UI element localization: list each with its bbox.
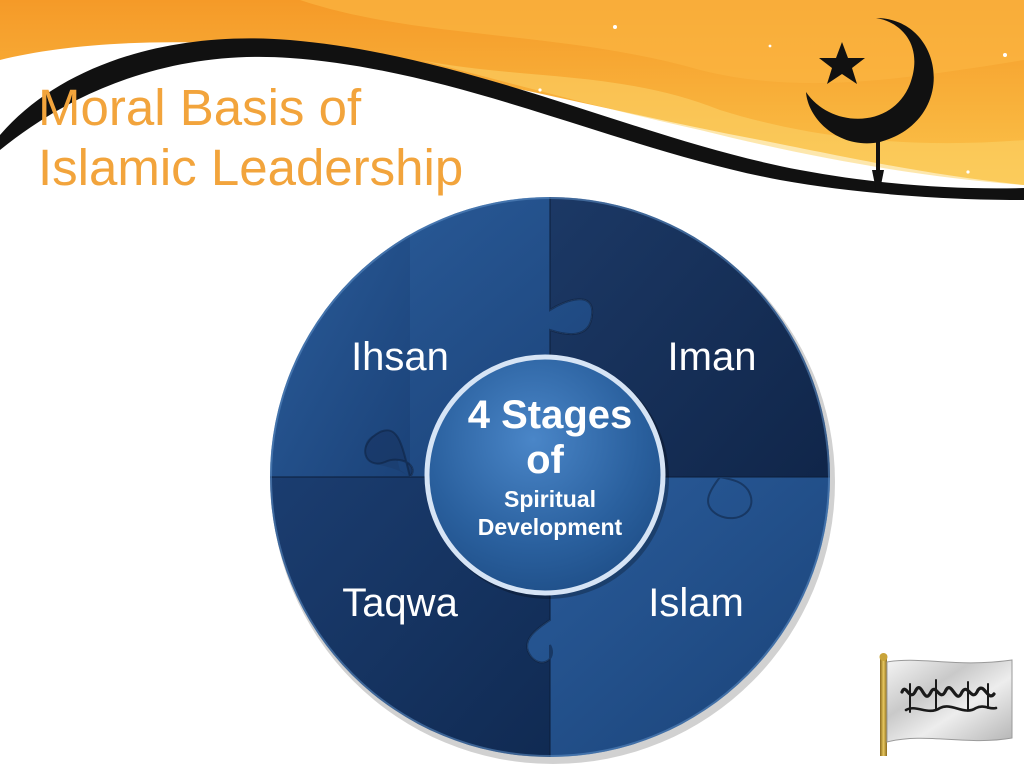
label-iman: Iman [668, 335, 757, 379]
crescent-star-icon [806, 18, 934, 192]
label-taqwa: Taqwa [342, 581, 458, 625]
slide-title: Moral Basis of Islamic Leadership [38, 78, 463, 198]
title-line-1: Moral Basis of [38, 79, 362, 136]
center-development: Development [478, 514, 623, 540]
center-of: of [526, 438, 564, 482]
flag-icon [879, 653, 1013, 756]
center-title: 4 Stages [468, 393, 633, 437]
center-spiritual: Spiritual [504, 486, 596, 512]
title-line-2: Islamic Leadership [38, 139, 464, 196]
label-ihsan: Ihsan [351, 335, 449, 379]
header-banner [0, 0, 1024, 200]
label-islam: Islam [648, 581, 744, 625]
center-hub [424, 354, 666, 596]
